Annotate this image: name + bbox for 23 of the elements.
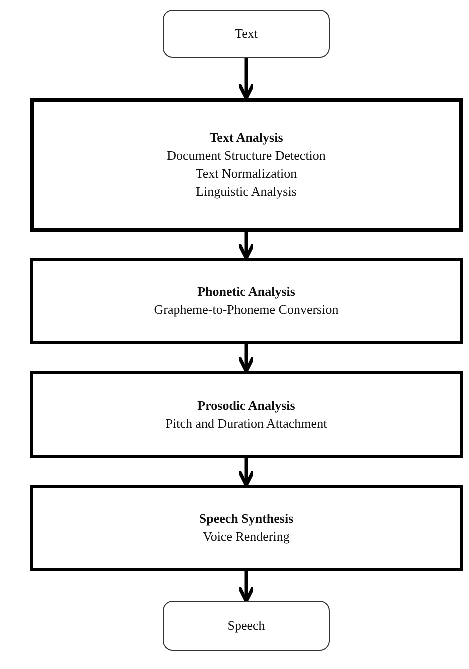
box-text: Voice Rendering [203,528,290,546]
arrow [238,232,256,260]
process-box [30,371,463,458]
process-box [30,258,463,344]
box-heading: Phonetic Analysis [198,283,296,301]
box-text: Pitch and Duration Attachment [166,414,328,432]
box-text: Linguistic Analysis [196,183,297,201]
box-heading: Text Analysis [210,129,284,147]
box-text: Grapheme-to-Phoneme Conversion [154,301,339,319]
terminal-box [163,601,330,651]
process-box [30,98,463,232]
box-text: Document Structure Detection [167,147,326,165]
box-heading: Speech Synthesis [199,510,294,528]
box-text: Speech [228,617,266,635]
terminal-box [163,10,330,58]
arrow [238,571,256,604]
arrow [238,458,256,488]
box-text: Text Normalization [196,165,298,183]
arrow [238,344,256,374]
process-box [30,485,463,571]
box-text: Text [235,25,258,43]
box-heading: Prosodic Analysis [198,396,296,414]
arrow [238,58,256,100]
